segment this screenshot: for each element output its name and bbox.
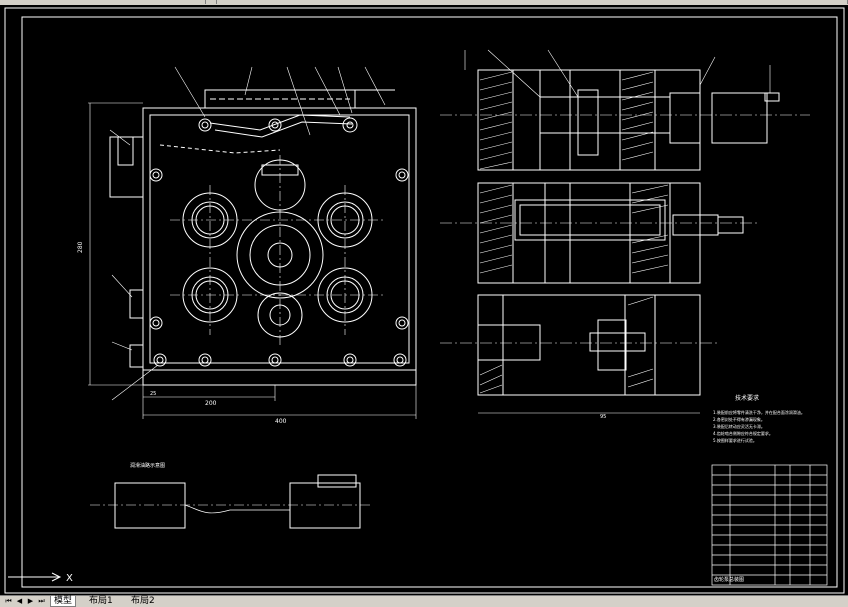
tech-line-1: 1.装配前应将零件清洗干净，并在配合面涂润滑油。: [713, 409, 805, 415]
title-block-name: 齿轮泵总装图: [714, 576, 744, 583]
strip-segment: [217, 0, 848, 4]
dim-280: 280: [77, 241, 84, 253]
tab-layout2[interactable]: 布局2: [131, 596, 155, 606]
hatching: [479, 71, 669, 394]
lube-diagram: [90, 474, 370, 529]
dim-95: 95: [600, 414, 606, 420]
prev-tab-icon[interactable]: ◀: [16, 597, 23, 605]
last-tab-icon[interactable]: ⏭: [38, 597, 45, 605]
section-views: [440, 49, 810, 414]
ucs-x-label: X: [66, 573, 73, 584]
inner-frame: [21, 16, 838, 588]
tech-line-2: 2.各密封处不得有渗漏现象。: [713, 416, 765, 422]
tab-model[interactable]: 模型: [50, 596, 77, 607]
dim-200: 200: [205, 400, 217, 407]
ucs-icon: [8, 572, 62, 582]
tech-line-5: 5.按图样要求进行试验。: [713, 437, 757, 443]
tech-line-3: 3.装配后转动应灵活无卡滞。: [713, 423, 765, 429]
lube-title: 润滑油路示意图: [130, 462, 165, 469]
next-tab-icon[interactable]: ▶: [27, 597, 34, 605]
first-tab-icon[interactable]: ⏮: [5, 597, 12, 605]
dim-400: 400: [275, 418, 287, 425]
layout-tab-bar: ⏮ ◀ ▶ ⏭ 模型 布局1 布局2: [0, 595, 848, 607]
front-view: [88, 66, 417, 419]
strip-segment: [0, 0, 206, 4]
cad-drawing[interactable]: 200 400 280 25 95 技术要求 润滑油路示意图 齿轮泵总装图 1.…: [0, 5, 848, 595]
title-block: [711, 464, 828, 586]
tech-title: 技术要求: [735, 394, 759, 402]
outer-frame: [4, 7, 845, 594]
tech-line-4: 4.齿轮啮合侧隙应符合规定要求。: [713, 430, 773, 436]
dim-25: 25: [150, 391, 156, 397]
drawing-canvas[interactable]: 200 400 280 25 95 技术要求 润滑油路示意图 齿轮泵总装图 1.…: [0, 5, 848, 595]
strip-segment: [206, 0, 217, 4]
tab-layout1[interactable]: 布局1: [89, 596, 113, 606]
